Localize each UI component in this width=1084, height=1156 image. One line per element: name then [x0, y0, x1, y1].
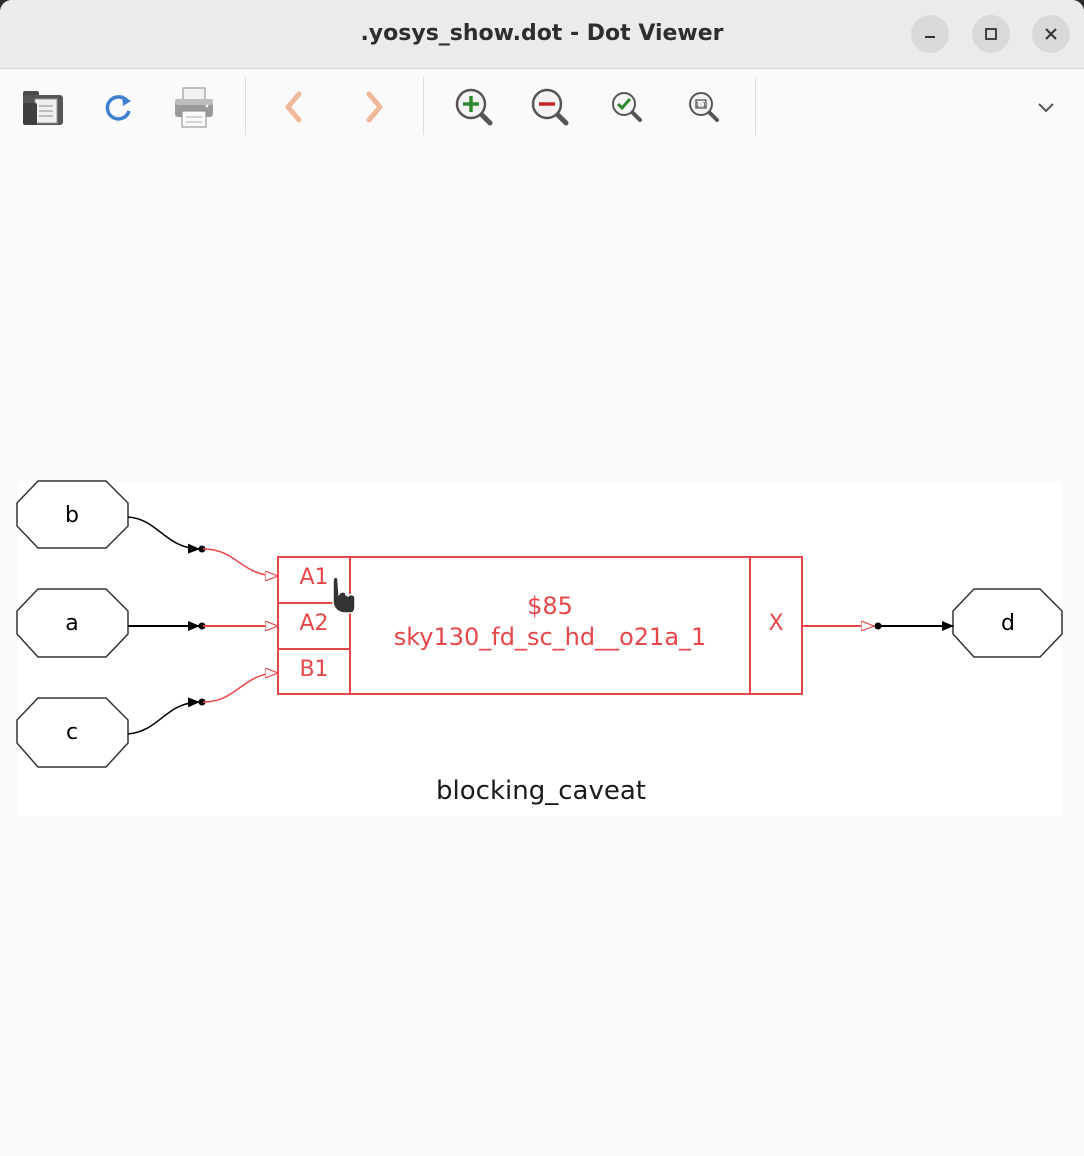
window-title: .yosys_show.dot - Dot Viewer: [360, 21, 724, 46]
graph-svg: b a c d: [16, 480, 1063, 806]
close-button[interactable]: [1032, 15, 1070, 53]
minimize-icon: [925, 36, 935, 38]
port-A2: A2: [299, 611, 328, 636]
svg-text:1:1: 1:1: [695, 101, 706, 109]
input-label-b: b: [65, 503, 79, 528]
junction-dot: [198, 698, 206, 706]
reload-icon: [105, 95, 131, 121]
input-label-c: c: [66, 720, 78, 745]
chevron-down-icon: [1038, 103, 1054, 113]
input-node-a[interactable]: a: [16, 588, 129, 658]
output-label-d: d: [1001, 611, 1015, 636]
edge-c-to-B1: [202, 673, 278, 703]
input-node-c[interactable]: c: [16, 697, 129, 768]
hand-cursor-icon: [332, 576, 356, 614]
reload-button[interactable]: [92, 81, 144, 133]
zoom-in-icon: [455, 88, 493, 126]
zoom-fit-button[interactable]: [601, 81, 653, 133]
open-icon: [23, 91, 63, 125]
zoom-100-icon: 1:1: [689, 92, 719, 122]
junction-dot: [874, 622, 882, 630]
input-label-a: a: [65, 611, 78, 636]
title-bar[interactable]: .yosys_show.dot - Dot Viewer: [0, 0, 1084, 69]
zoom-100-button[interactable]: 1:1: [678, 81, 730, 133]
toolbar-separator: [423, 77, 424, 135]
edge-c: [127, 697, 200, 735]
back-icon: [285, 91, 302, 123]
port-X: X: [768, 611, 783, 636]
zoom-in-button[interactable]: [448, 81, 500, 133]
junction-dot: [198, 545, 206, 553]
print-icon: [175, 87, 213, 128]
toolbar-separator: [755, 77, 756, 135]
port-B1: B1: [299, 657, 328, 682]
edge-b: [127, 516, 200, 554]
minimize-button[interactable]: [911, 15, 949, 53]
port-A1: A1: [299, 565, 328, 590]
close-icon: [1045, 28, 1057, 40]
zoom-out-icon: [531, 88, 569, 126]
junction-dot: [198, 622, 206, 630]
zoom-fit-icon: [612, 92, 642, 122]
open-button[interactable]: [16, 81, 68, 133]
toolbar-separator: [245, 77, 246, 135]
graph-label: blocking_caveat: [436, 776, 646, 806]
forward-icon: [366, 91, 383, 123]
input-node-b[interactable]: b: [16, 480, 129, 549]
maximize-button[interactable]: [972, 15, 1010, 53]
cell-type: sky130_fd_sc_hd__o21a_1: [394, 623, 707, 651]
back-button[interactable]: [268, 81, 320, 133]
output-node-d[interactable]: d: [952, 588, 1063, 658]
forward-button[interactable]: [348, 81, 400, 133]
graph-canvas[interactable]: b a c d: [0, 143, 1084, 1156]
cell-node[interactable]: A1 A2 B1 $85 sky130_fd_sc_hd__o21a_1 X: [277, 556, 803, 695]
overflow-menu-button[interactable]: [1020, 81, 1072, 133]
toolbar: 1:1: [0, 69, 1084, 143]
cell-id: $85: [527, 592, 573, 620]
maximize-icon: [985, 28, 997, 40]
print-button[interactable]: [168, 81, 220, 133]
edge-b-to-A1: [202, 548, 278, 576]
zoom-out-button[interactable]: [524, 81, 576, 133]
